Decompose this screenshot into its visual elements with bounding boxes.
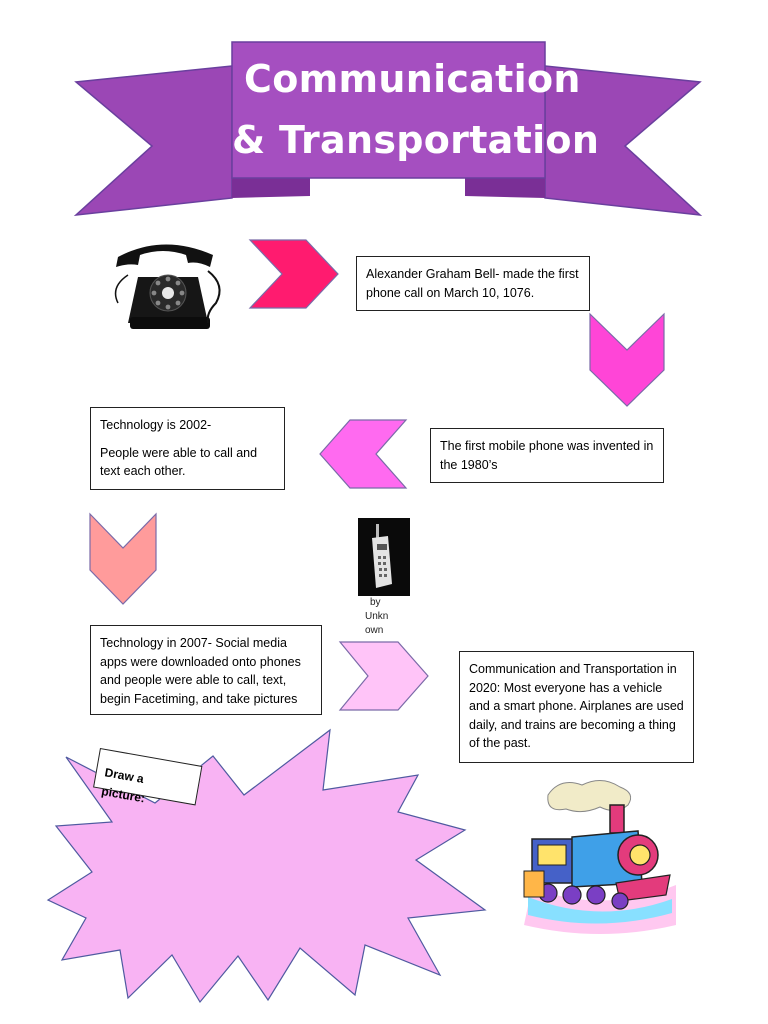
page-title-line-2: & Transportation xyxy=(232,118,600,162)
brick-mobile-phone-icon xyxy=(358,518,410,596)
arrow-down-icon xyxy=(589,312,665,407)
title-ribbon xyxy=(73,41,703,216)
caption-line: Unkn xyxy=(365,611,389,622)
rotary-telephone-icon xyxy=(114,244,221,329)
timeline-text: Alexander Graham Bell- made the first ph… xyxy=(366,267,579,300)
arrow-right-icon xyxy=(248,239,339,309)
timeline-text: People were able to call and text each o… xyxy=(100,445,258,479)
timeline-box-mobile: The first mobile phone was invented in t… xyxy=(430,428,664,483)
timeline-text: Technology in 2007- Social media apps we… xyxy=(100,636,301,706)
arrow-left-icon xyxy=(319,419,408,489)
arrow-down-icon xyxy=(89,512,157,605)
page-title-line-1: Communication xyxy=(244,57,581,101)
arrow-right-icon xyxy=(338,641,429,711)
timeline-box-2007: Technology in 2007- Social media apps we… xyxy=(90,625,322,715)
timeline-text: The first mobile phone was invented in t… xyxy=(440,439,654,472)
draw-prompt-text: Draw a picture: xyxy=(100,765,147,805)
timeline-text: Communication and Transportation in 2020… xyxy=(469,662,684,750)
caption-line: own xyxy=(365,625,384,636)
image-caption: by Unkn own xyxy=(365,596,395,638)
timeline-box-bell: Alexander Graham Bell- made the first ph… xyxy=(356,256,590,311)
timeline-box-2020: Communication and Transportation in 2020… xyxy=(459,651,694,763)
timeline-box-2002: Technology is 2002- People were able to … xyxy=(90,407,285,490)
cartoon-train-icon xyxy=(523,780,676,934)
caption-line: by xyxy=(370,597,381,608)
timeline-title: Technology is 2002- xyxy=(100,418,212,432)
